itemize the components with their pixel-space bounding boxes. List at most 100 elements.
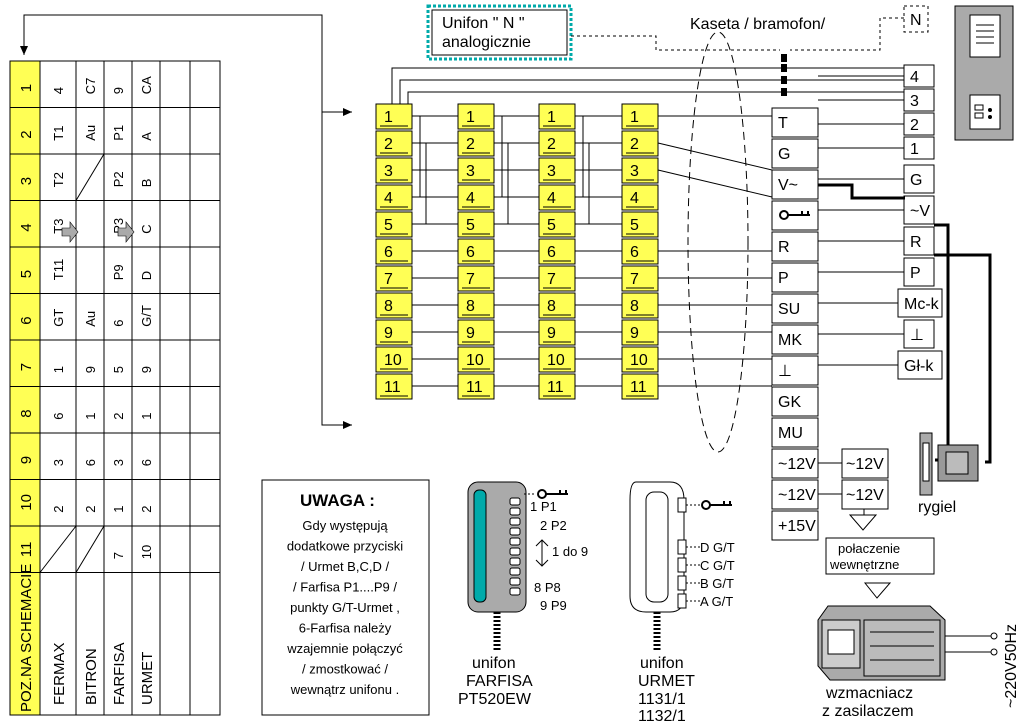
table-cell: P2 <box>111 171 126 187</box>
polaczenie-line2: wewnętrzne <box>829 557 899 572</box>
wzmacniacz-line2: z zasilaczem <box>822 703 914 720</box>
table-position-number: 9 <box>18 456 35 464</box>
cable-bundle <box>687 31 749 453</box>
terminal <box>375 319 413 346</box>
table-cell: G/T <box>139 305 154 327</box>
terminal <box>621 211 659 238</box>
panel-terminal <box>771 417 819 448</box>
urmet-handset-icon <box>629 481 687 650</box>
uwaga-line: 6-Farfisa należy <box>299 621 392 636</box>
farfisa-label-2: 2 P2 <box>540 518 567 533</box>
terminal <box>457 103 495 130</box>
handset-button <box>509 497 521 506</box>
table-cell: 1 <box>51 366 66 373</box>
terminal <box>457 157 495 184</box>
panel-terminal <box>771 169 819 200</box>
urmet-name-3: 1131/1 <box>638 691 686 708</box>
terminal-number: 8 <box>547 298 556 315</box>
table-row-header: POZ.NA SCHEMACIE <box>18 564 35 712</box>
terminal-number: 6 <box>630 244 639 261</box>
power-boxes: ~12V~12V <box>818 448 889 515</box>
terminal <box>621 130 659 157</box>
panel-terminal-label: T <box>778 115 788 132</box>
key-icon <box>537 489 568 499</box>
panel-right-terminal <box>903 195 935 225</box>
table-cell: Au <box>83 311 98 327</box>
terminal-number: 8 <box>466 298 475 315</box>
table-position-number: 2 <box>18 130 35 138</box>
terminal <box>375 292 413 319</box>
table-number-column <box>9 60 41 716</box>
urmet-label-b: B G/T <box>700 576 734 591</box>
panel-terminal-label: P <box>778 270 789 287</box>
table-cell: D <box>139 271 154 280</box>
table-cell: C <box>139 224 154 233</box>
terminal <box>538 103 576 130</box>
panel-terminal <box>771 293 819 324</box>
urmet-name-4: 1132/1 <box>638 708 686 722</box>
terminal-number: 6 <box>384 244 393 261</box>
connector-line <box>23 14 352 116</box>
urmet-label-d: D G/T <box>700 540 735 555</box>
arrow-icon <box>61 221 79 243</box>
table-position-number: 5 <box>18 270 35 278</box>
uwaga-line: / zmostkować / <box>302 662 388 677</box>
panel-terminal <box>771 386 819 417</box>
terminal <box>621 265 659 292</box>
farfisa-label-8: 8 P8 <box>534 580 561 595</box>
terminal <box>621 292 659 319</box>
terminal <box>375 211 413 238</box>
panel-terminal <box>771 231 819 262</box>
terminal-number: 5 <box>466 217 475 234</box>
terminal-number: 7 <box>547 271 556 288</box>
farfisa-name-2: FARFISA <box>466 673 533 690</box>
table-cell-empty <box>75 153 105 201</box>
table-cell: 10 <box>139 545 154 559</box>
table-cell: 9 <box>139 366 154 373</box>
panel-terminal <box>771 510 819 541</box>
wzmacniacz-line1: wzmacniacz <box>825 685 913 702</box>
terminal <box>621 103 659 130</box>
terminal <box>457 319 495 346</box>
terminal <box>538 319 576 346</box>
panel-right-label: Mc-k <box>904 296 940 313</box>
handset-button <box>509 557 521 566</box>
terminal <box>457 292 495 319</box>
table-cell: 4 <box>51 87 66 94</box>
terminal <box>375 265 413 292</box>
unifon-n-title: Unifon " N " <box>442 15 525 32</box>
arrow-icon <box>117 221 135 243</box>
terminal <box>375 157 413 184</box>
terminal <box>621 157 659 184</box>
terminal <box>621 346 659 373</box>
table-cell: 6 <box>51 413 66 420</box>
handset-button <box>509 577 521 586</box>
terminal-number: 3 <box>384 163 393 180</box>
uwaga-box <box>261 479 430 716</box>
table-brand-name: BITRON <box>83 648 100 705</box>
panel-right-label: ~V <box>910 203 930 220</box>
terminal-number: 4 <box>384 190 393 207</box>
table-position-number: 10 <box>18 494 35 511</box>
terminal-number: 2 <box>466 136 475 153</box>
panel-terminal <box>771 324 819 355</box>
terminal <box>621 184 659 211</box>
door-station-icon <box>954 5 1014 141</box>
handset-button <box>509 547 521 556</box>
key-icon <box>701 500 732 510</box>
table-cell: 3 <box>51 459 66 466</box>
terminal-number: 4 <box>466 190 475 207</box>
terminal-number: 5 <box>630 217 639 234</box>
table-cell: T11 <box>51 259 66 280</box>
wiring <box>391 54 905 387</box>
terminal-number: 2 <box>630 136 639 153</box>
terminal <box>375 130 413 157</box>
table-cell: 6 <box>83 459 98 466</box>
terminal-number: 4 <box>630 190 639 207</box>
panel-right-terminal <box>903 319 935 349</box>
table-cell: 1 <box>83 413 98 420</box>
terminal-number: 9 <box>384 325 393 342</box>
table-cell-empty <box>39 525 77 573</box>
terminal <box>457 184 495 211</box>
